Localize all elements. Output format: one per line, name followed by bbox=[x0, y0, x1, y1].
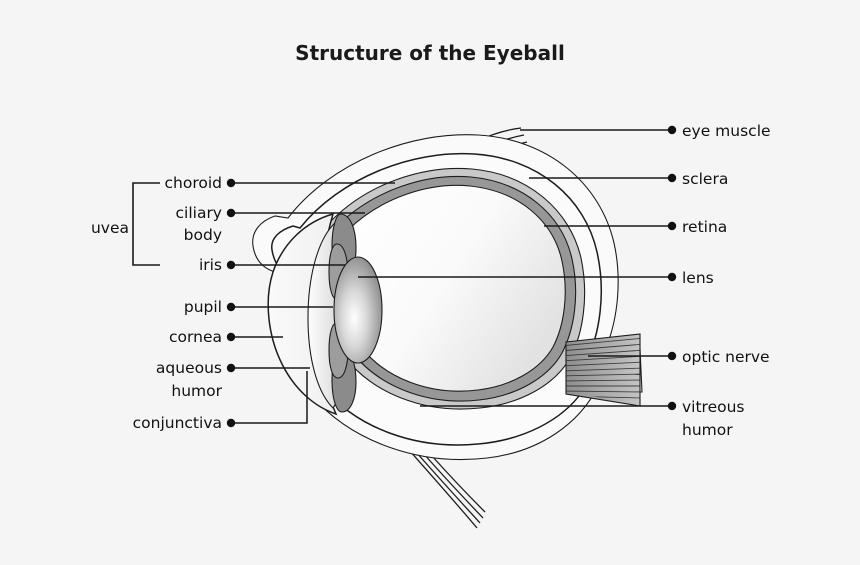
label-vitreous-humor-line2: humor bbox=[682, 421, 733, 439]
label-eye-muscle: eye muscle bbox=[682, 122, 771, 140]
eye-muscle-strands-bottom bbox=[408, 449, 486, 529]
label-cornea: cornea bbox=[169, 328, 222, 346]
leader-dot-retina bbox=[667, 221, 677, 231]
label-ciliary-body-line1: ciliary bbox=[176, 204, 223, 222]
leader-dot-pupil bbox=[226, 302, 236, 312]
label-iris: iris bbox=[199, 256, 222, 274]
leader-dot-aqueous bbox=[226, 363, 236, 373]
leader-dot-eye-muscle bbox=[667, 125, 677, 135]
lens bbox=[333, 256, 383, 364]
label-aqueous-humor-line1: aqueous bbox=[156, 359, 222, 377]
left-leader-lines bbox=[231, 182, 395, 424]
label-retina: retina bbox=[682, 218, 727, 236]
leader-dot-sclera bbox=[667, 173, 677, 183]
leader-dot-choroid bbox=[226, 178, 236, 188]
leader-dot-lens bbox=[667, 272, 677, 282]
leader-dot-ciliary bbox=[226, 208, 236, 218]
leader-dot-conjunctiva bbox=[226, 418, 236, 428]
leader-dots bbox=[226, 125, 677, 428]
leader-dot-iris bbox=[226, 260, 236, 270]
label-ciliary-body-line2: body bbox=[184, 226, 222, 244]
right-leader-lines bbox=[358, 129, 672, 407]
label-pupil: pupil bbox=[184, 298, 222, 316]
label-aqueous-humor-line2: humor bbox=[171, 382, 222, 400]
group-label-uvea: uvea bbox=[91, 219, 129, 237]
label-conjunctiva: conjunctiva bbox=[133, 414, 222, 432]
uvea-bracket bbox=[132, 182, 160, 266]
optic-nerve bbox=[565, 333, 641, 407]
diagram-title: Structure of the Eyeball bbox=[295, 41, 565, 65]
leader-dot-cornea bbox=[226, 332, 236, 342]
label-lens: lens bbox=[682, 269, 714, 287]
leader-dot-optic-nerve bbox=[667, 351, 677, 361]
label-choroid: choroid bbox=[165, 174, 223, 192]
leader-dot-vitreous bbox=[667, 401, 677, 411]
optic-nerve-striations bbox=[566, 337, 640, 399]
label-sclera: sclera bbox=[682, 170, 728, 188]
label-optic-nerve: optic nerve bbox=[682, 348, 770, 366]
label-vitreous-humor-line1: vitreous bbox=[682, 398, 745, 416]
